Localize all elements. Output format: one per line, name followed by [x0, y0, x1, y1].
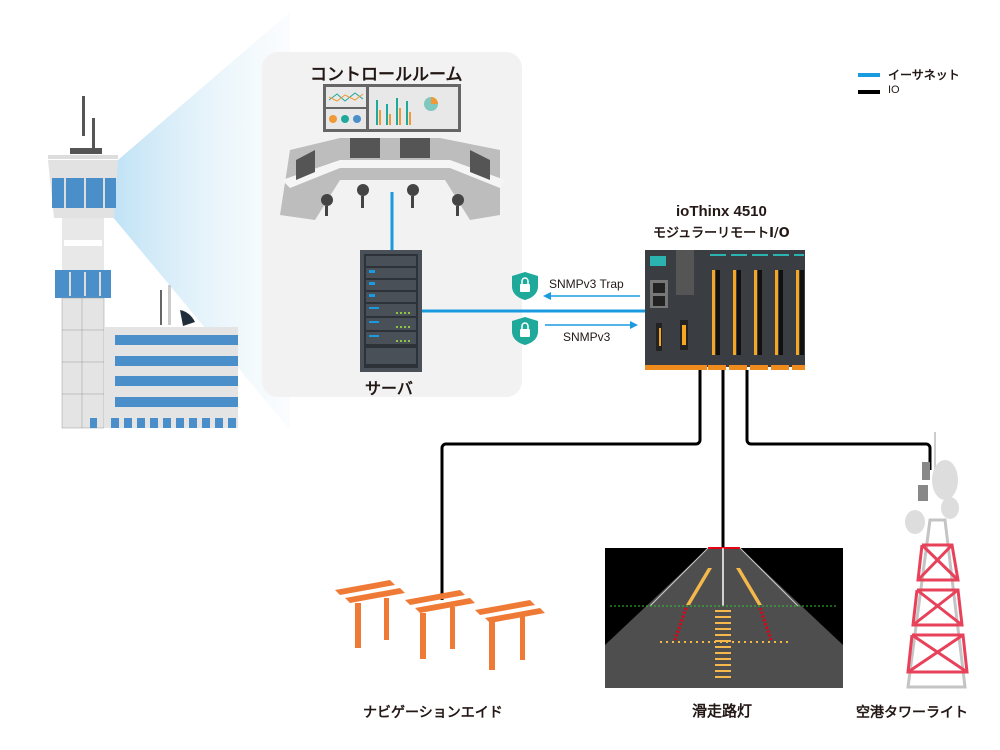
- iothinx-device-icon: [645, 250, 805, 370]
- server-rack-icon: [360, 250, 422, 372]
- control-tower-icon: [48, 96, 238, 429]
- runway-lights-icon: [605, 547, 843, 688]
- lock-shield-icon: [512, 272, 538, 300]
- io-line-nav: [440, 370, 702, 600]
- legend-label-io: IO: [888, 84, 900, 96]
- snmp-trap-label: SNMPv3 Trap: [549, 277, 624, 291]
- io-line-tower: [745, 370, 932, 470]
- legend-swatch-io: [858, 90, 880, 94]
- device-subtitle: モジュラーリモートI/O: [653, 226, 790, 241]
- nav-aid-label: ナビゲーションエイド: [363, 705, 503, 721]
- trap-arrowhead: [543, 292, 551, 300]
- io-modules: [707, 250, 805, 370]
- snmp-arrowhead: [630, 321, 638, 329]
- server-label: サーバ: [365, 379, 413, 398]
- navigation-aid-icon: [335, 580, 545, 670]
- view-beam: [112, 12, 290, 430]
- runway-lights-label: 滑走路灯: [692, 702, 753, 720]
- lock-shield-icon: [512, 317, 538, 345]
- tower-light-label: 空港タワーライト: [856, 705, 968, 721]
- control-room-label: コントロールルーム: [310, 65, 463, 85]
- airport-tower-light-icon: [905, 432, 969, 689]
- legend-label-ethernet: イーサネット: [888, 68, 960, 82]
- device-name: ioThinx 4510: [676, 203, 767, 220]
- legend-swatch-ethernet: [858, 73, 880, 77]
- control-room-illustration: [280, 84, 505, 220]
- snmp-label: SNMPv3: [563, 330, 611, 344]
